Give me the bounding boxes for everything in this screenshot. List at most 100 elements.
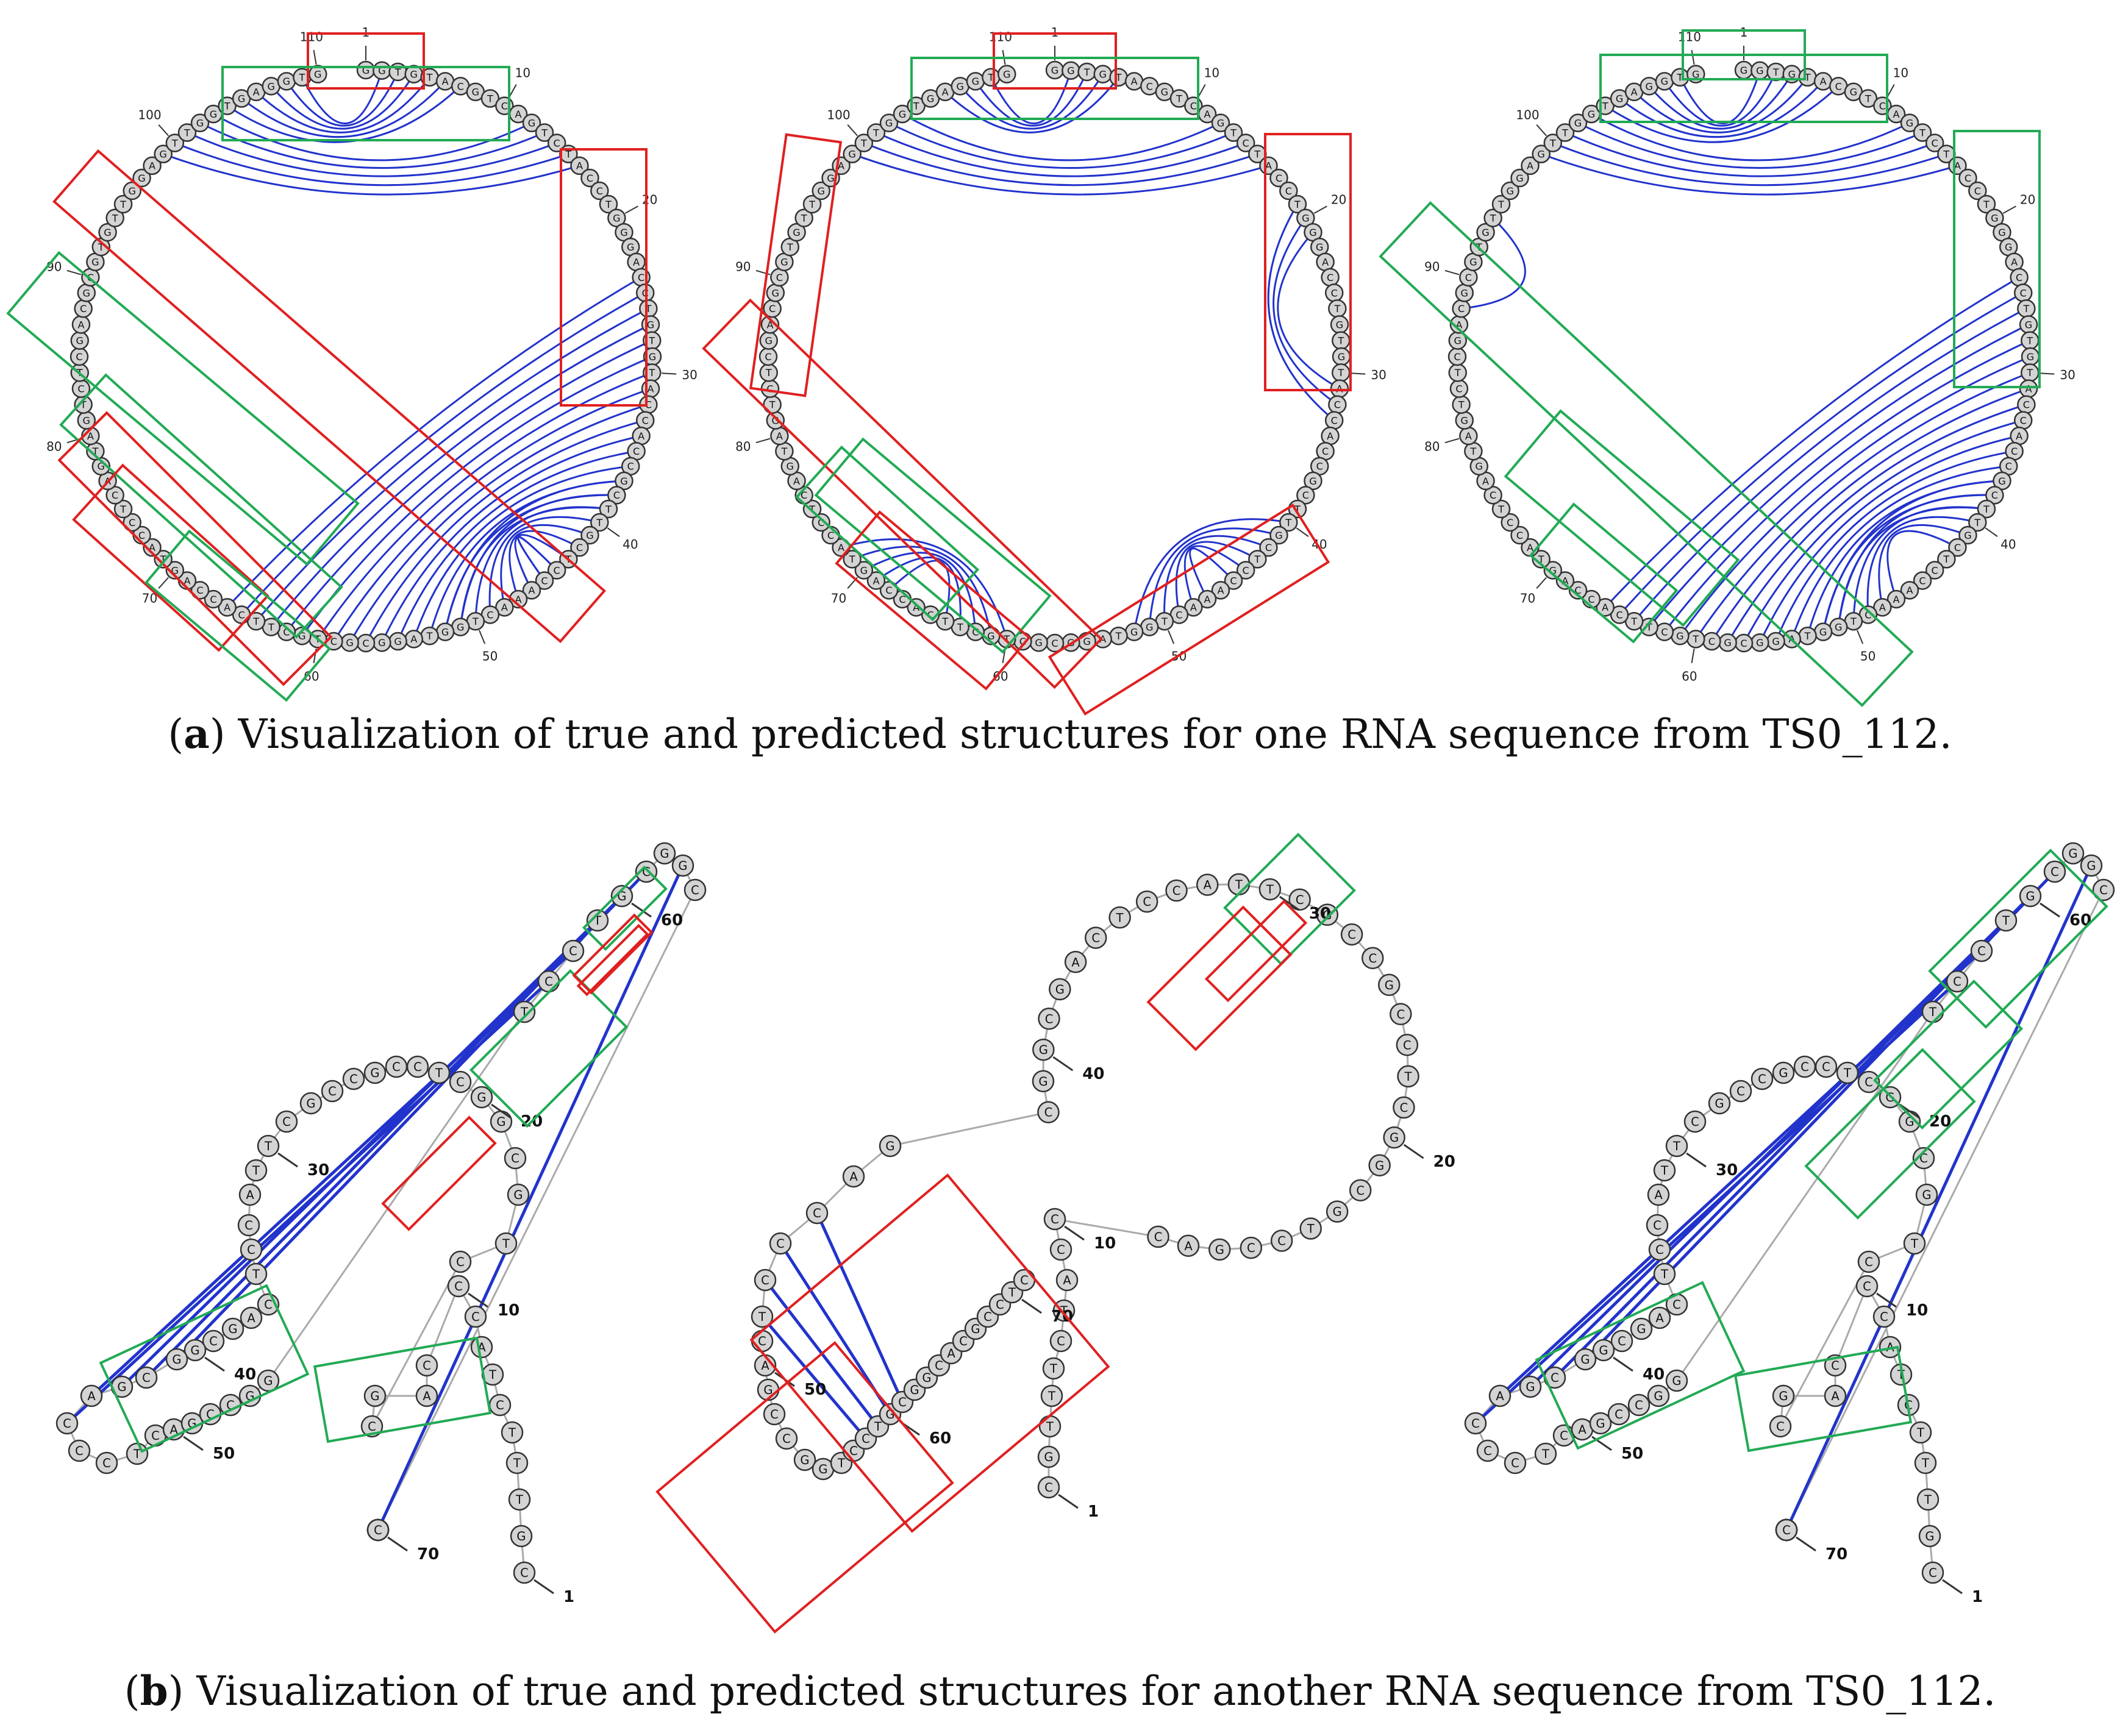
svg-text:C: C (1560, 1429, 1568, 1443)
base-pair-arc (514, 534, 569, 591)
base-pair-arc (974, 71, 1088, 127)
svg-text:C: C (898, 1395, 907, 1409)
nucleotide: T (982, 68, 1001, 87)
svg-text:G: G (441, 627, 449, 638)
svg-text:T: T (648, 367, 655, 379)
nucleotide: C (1288, 888, 1311, 911)
nucleotide: C (537, 970, 560, 993)
position-label: 30 (2060, 368, 2075, 382)
nucleotide: G (1326, 1200, 1349, 1223)
svg-text:C: C (1400, 1101, 1408, 1115)
svg-text:G: G (772, 287, 779, 299)
svg-text:G: G (818, 1462, 827, 1476)
nucleotide: G (653, 842, 676, 865)
svg-text:A: A (1204, 108, 1211, 120)
base-pair-arc (226, 276, 642, 608)
svg-text:C: C (75, 1444, 84, 1458)
svg-text:T: T (171, 137, 178, 149)
nucleotide: G (2019, 884, 2042, 908)
nucleotide: C (1349, 1179, 1372, 1201)
svg-text:T: T (1404, 1070, 1412, 1084)
svg-text:T: T (160, 553, 166, 565)
svg-text:G: G (1991, 213, 1998, 224)
svg-text:C: C (2020, 414, 2027, 426)
nucleotide: G (951, 77, 970, 96)
svg-text:T: T (2002, 914, 2010, 928)
svg-text:A: A (793, 475, 800, 487)
nucleotide: C (1476, 1439, 1499, 1462)
base-pair-bond (1785, 864, 2093, 1531)
base-pair-arc (863, 552, 977, 632)
svg-text:G: G (1906, 118, 1913, 129)
svg-text:G: G (1788, 69, 1795, 80)
svg-text:C: C (1347, 928, 1356, 942)
nucleotide: T (751, 1305, 774, 1328)
nucleotide: G (1772, 1061, 1795, 1084)
svg-text:C: C (1044, 1106, 1053, 1120)
nucleotide: C (547, 133, 566, 152)
backbone-link (890, 1111, 1049, 1147)
svg-text:G: G (76, 335, 83, 347)
nucleotide: C (1396, 1033, 1419, 1056)
svg-text:C: C (776, 272, 783, 283)
nucleotide: G (812, 181, 830, 201)
incorrect-region-box (655, 1341, 954, 1634)
svg-text:A: A (77, 319, 84, 330)
nucleotide: C (1279, 181, 1298, 201)
base-pair-bond (1499, 950, 1983, 1397)
nucleotide: T (1258, 878, 1282, 901)
nucleotide: G (1383, 1126, 1405, 1149)
nucleotide: G (507, 1183, 530, 1206)
svg-text:T: T (874, 1420, 882, 1434)
position-label: 40 (1643, 1365, 1665, 1384)
incorrect-region-box (1204, 899, 1308, 1003)
svg-text:G: G (1724, 637, 1731, 649)
svg-text:A: A (247, 1311, 255, 1325)
nucleotide: A (1177, 1234, 1200, 1257)
position-label: 30 (1371, 368, 1386, 382)
svg-text:G: G (1099, 69, 1106, 80)
nucleotide: G (299, 1092, 323, 1115)
base-pair-arc (1837, 494, 1995, 627)
svg-text:T: T (1490, 213, 1496, 224)
svg-text:A: A (2016, 430, 2022, 442)
svg-text:A: A (442, 76, 449, 87)
base-pair-arc (888, 122, 1234, 169)
nucleotide: T (1464, 441, 1483, 461)
nucleotide: T (802, 194, 822, 214)
svg-text:C: C (1953, 975, 1961, 989)
svg-text:G: G (196, 118, 204, 129)
svg-text:T: T (513, 1456, 521, 1470)
position-label: 70 (1826, 1545, 1847, 1563)
nucleotide: C (1872, 1305, 1896, 1328)
svg-text:G: G (1215, 1243, 1224, 1257)
correct-region-box (794, 445, 980, 622)
nucleotide: G (1296, 208, 1315, 227)
svg-text:G: G (1051, 65, 1058, 76)
nucleotide: C (751, 1329, 774, 1353)
svg-text:T: T (837, 1456, 845, 1470)
svg-text:C: C (102, 1456, 111, 1470)
svg-text:T: T (1333, 303, 1340, 315)
nucleotide: C (1913, 571, 1932, 590)
incorrect-region-box (749, 133, 843, 397)
position-label: 100 (1516, 107, 1539, 122)
svg-text:T: T (849, 553, 855, 565)
svg-text:G: G (1537, 149, 1544, 160)
svg-text:G: G (971, 1322, 980, 1336)
svg-text:G: G (513, 1188, 523, 1202)
svg-text:G: G (1044, 1450, 1053, 1464)
svg-text:T: T (1541, 1447, 1549, 1461)
incorrect-region-box (381, 1115, 497, 1231)
correct-region-box (221, 66, 510, 141)
nucleotide: T (2021, 331, 2040, 350)
nucleotide: A (143, 156, 162, 176)
svg-text:C: C (1655, 1243, 1664, 1257)
nucleotide: T (1968, 513, 1987, 532)
position-label: 50 (1621, 1445, 1643, 1463)
svg-text:A: A (515, 108, 522, 120)
nucleotide: T (1766, 62, 1785, 82)
base-pair-arc (1679, 355, 2031, 637)
nucleotide: A (1064, 950, 1087, 973)
svg-text:G: G (1338, 351, 1345, 363)
